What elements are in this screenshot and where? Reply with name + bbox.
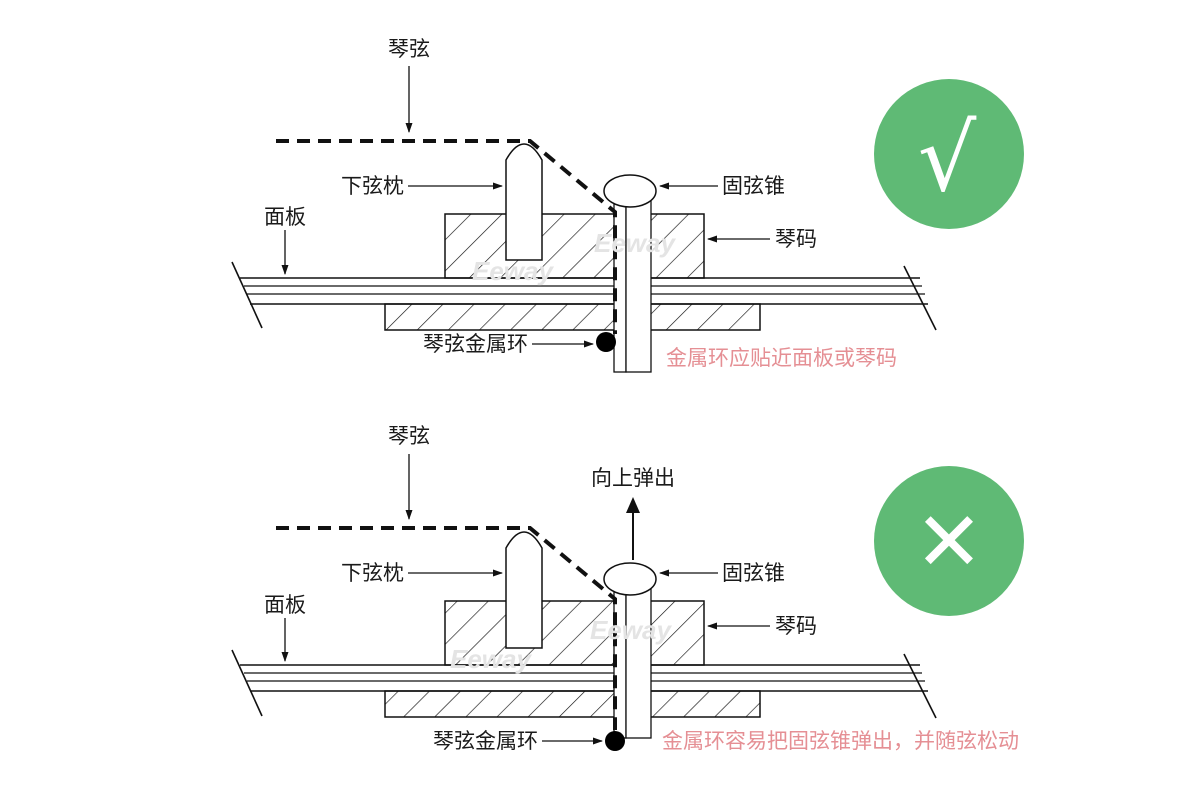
label-bridge: 琴码 (775, 614, 817, 638)
watermark: Eeway (590, 615, 672, 645)
panel-correct: 琴弦 下弦枕 面板 固弦锥 琴码 琴弦金属环 金属环应贴近面板或琴码 Eeway… (231, 37, 1024, 373)
bridge-pin-shaft-right (625, 199, 652, 373)
watermark: Eeway (472, 256, 554, 286)
label-lower-nut: 下弦枕 (341, 174, 404, 198)
bridge-plate (384, 690, 761, 718)
badge-incorrect (874, 466, 1024, 616)
label-ring: 琴弦金属环 (433, 729, 538, 753)
label-bridge: 琴码 (775, 227, 817, 251)
watermark: Eeway (450, 644, 532, 674)
panel-incorrect: 琴弦 下弦枕 面板 固弦锥 琴码 琴弦金属环 向上弹出 金属环容易把固弦锥弹出，… (231, 424, 1024, 753)
check-icon: √ (918, 105, 977, 212)
bridge-pin-shaft-right (625, 587, 652, 739)
saddle (505, 531, 543, 649)
note-correct: 金属环应贴近面板或琴码 (666, 346, 897, 370)
bridge (444, 600, 705, 666)
bridge-pin-head (603, 562, 657, 596)
label-string: 琴弦 (388, 37, 430, 61)
label-ring: 琴弦金属环 (423, 332, 528, 356)
label-panel: 面板 (264, 593, 306, 617)
bridge-pin-head (603, 174, 657, 208)
label-panel: 面板 (264, 205, 306, 229)
saddle (505, 143, 543, 261)
label-lower-nut: 下弦枕 (341, 561, 404, 585)
bridge (444, 213, 705, 279)
string (276, 139, 617, 334)
cross-icon: ✕ (915, 495, 984, 590)
label-string: 琴弦 (388, 424, 430, 448)
ball-end (596, 332, 616, 352)
ball-end (605, 731, 625, 751)
label-bridge-pin: 固弦锥 (722, 561, 785, 585)
string (276, 526, 617, 730)
badge-correct (874, 79, 1024, 229)
watermark: Eeway (594, 228, 676, 258)
bridge-plate (384, 303, 761, 331)
note-incorrect: 金属环容易把固弦锥弹出，并随弦松动 (662, 729, 1019, 753)
label-bridge-pin: 固弦锥 (722, 174, 785, 198)
label-pop-up: 向上弹出 (591, 466, 675, 490)
